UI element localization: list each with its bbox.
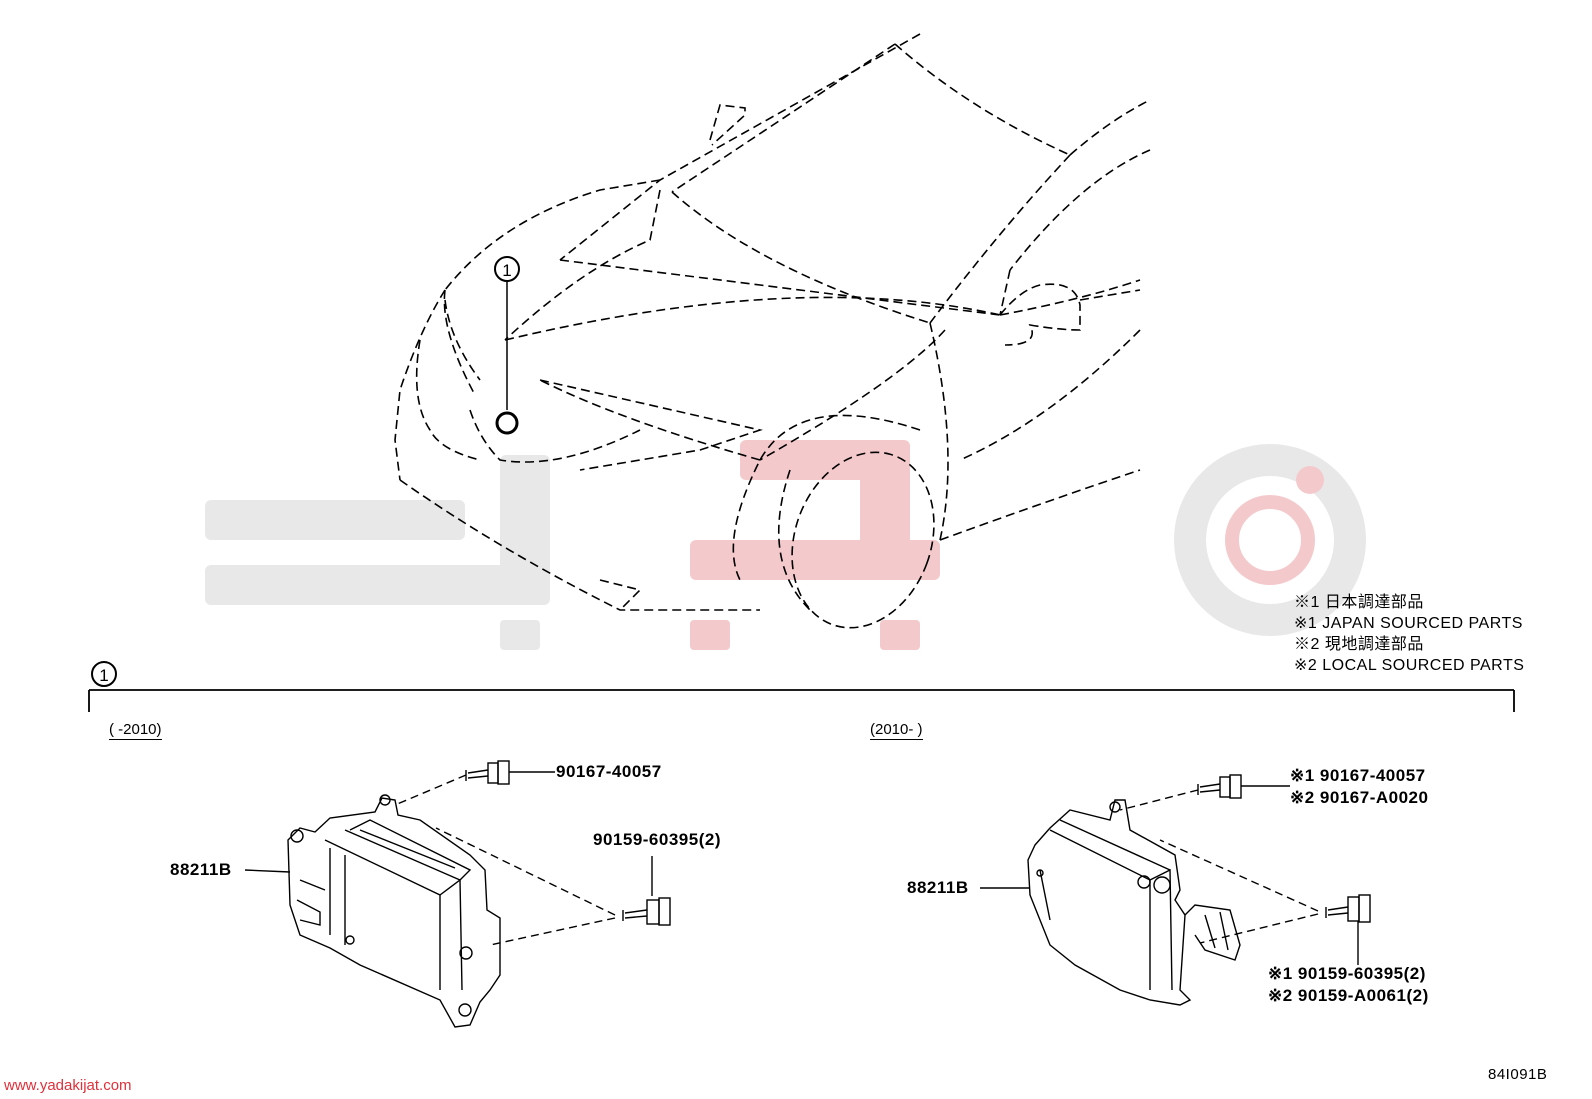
left-main-part-number: 88211B (170, 860, 232, 879)
right-bolt-top (1197, 774, 1290, 799)
right-dashed-guides (1119, 789, 1319, 944)
right-bolt-bottom (1325, 894, 1371, 965)
watermark-logo (205, 440, 1366, 650)
left-bolt-bottom (622, 856, 671, 926)
callout-section: 1 (91, 661, 117, 687)
left-bolt-top (465, 760, 555, 785)
sourcing-notes: ※1 日本調達部品 ※1 JAPAN SOURCED PARTS ※2 現地調達… (1294, 592, 1524, 676)
left-dashed-guides (394, 774, 616, 946)
note-line: ※1 JAPAN SOURCED PARTS (1294, 615, 1523, 632)
right-main-part-number: 88211B (907, 878, 969, 897)
right-bolt-bottom-part-number-2: ※2 90159-A0061(2) (1268, 986, 1429, 1005)
left-sensor-module (287, 794, 501, 1028)
note-line: ※1 日本調達部品 (1294, 594, 1424, 611)
right-bolt-bottom-part-number-1: ※1 90159-60395(2) (1268, 964, 1426, 983)
right-date-range: (2010- ) (870, 721, 923, 740)
left-bolt-top-part-number: 90167-40057 (556, 762, 662, 781)
car-outline (394, 33, 1151, 629)
callout-car: 1 (494, 256, 520, 282)
note-line: ※2 LOCAL SOURCED PARTS (1294, 657, 1525, 674)
drawing-code: 84I091B (1488, 1066, 1548, 1083)
left-main-leader (244, 869, 291, 873)
right-sensor-module (1027, 799, 1241, 1006)
right-bolt-top-part-number-2: ※2 90167-A0020 (1290, 788, 1429, 807)
note-line: ※2 現地調達部品 (1294, 636, 1424, 653)
right-bolt-top-part-number-1: ※1 90167-40057 (1290, 766, 1426, 785)
left-date-range: ( -2010) (109, 721, 162, 740)
watermark-url: www.yadakijat.com (4, 1077, 132, 1094)
left-bolt-bottom-part-number: 90159-60395(2) (593, 830, 721, 849)
car-callout-marker (495, 282, 519, 435)
section-bracket (88, 689, 1515, 712)
